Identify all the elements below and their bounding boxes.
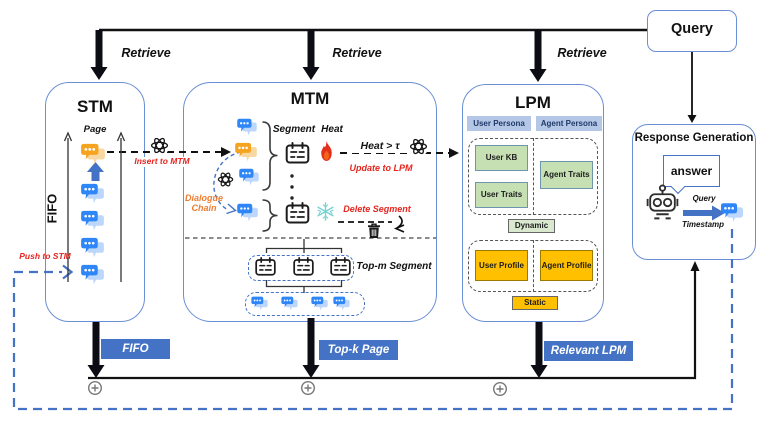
user-kb-box: User KB [475,145,528,171]
top-m-segment-label: Top-m Segment [356,261,432,272]
segment-note-icon [285,202,310,224]
mtm-output-arrow [302,318,320,378]
user-profile-box: User Profile [475,250,528,281]
segment-note-icon [285,142,310,164]
top-k-page-flow-badge: Top-k Page [319,340,398,360]
plus-circle-icon [301,381,316,396]
dynamic-group-divider [533,138,534,215]
insert-to-mtm-label: Insert to MTM [126,156,198,167]
user-traits-box: User Traits [475,182,528,208]
snowflake-icon [316,202,335,221]
static-group-divider [533,240,534,292]
retrieve-label-lpm: Retrieve [557,46,607,60]
update-to-lpm-label: Update to LPM [342,163,420,174]
agent-profile-box: Agent Profile [540,250,593,281]
top-m-segment-group [248,255,354,281]
page-chat-icon [81,183,104,204]
stm-title: STM [77,97,113,116]
stm-page-label: Page [83,124,107,135]
page-chat-icon-orange [235,142,257,162]
segment-note-icon [330,257,351,276]
page-chat-icon [237,203,258,222]
segment-label: Segment [272,124,316,135]
page-chat-icon [251,296,268,311]
gpt-logo-icon [216,170,235,189]
answer-bubble: answer [663,155,720,187]
retrieve-label-mtm: Retrieve [332,46,382,60]
user-persona-header: User Persona [467,116,531,131]
page-chat-icon [81,264,104,285]
mtm-title: MTM [290,89,330,108]
robot-icon [644,184,681,223]
stm-page-up-arrow [87,162,104,181]
top-m-connectors [265,239,343,293]
stm-fifo-arrows [63,131,126,282]
insert-to-mtm-arrow [107,147,231,157]
rg-timestamp-label: Timestamp [681,220,725,229]
heat-label: Heat [321,124,343,135]
stm-output-arrow [87,322,105,378]
rg-query-arrow [683,205,725,221]
rg-query-label: Query [692,194,716,203]
update-to-lpm-arrow [340,148,459,158]
top-k-pages-group [245,292,365,316]
retrieve-label-stm: Retrieve [121,46,171,60]
agent-traits-box: Agent Traits [540,161,593,189]
fifo-flow-badge: FIFO [101,339,170,359]
page-chat-icon [311,296,328,311]
page-chat-icon [721,202,743,223]
page-chat-icon [81,210,104,231]
plus-circle-icon [87,381,102,396]
gpt-logo-icon [408,136,429,157]
retrieve-arrow-stm [90,30,108,80]
static-badge: Static [512,296,558,310]
page-chat-icon [237,118,257,136]
retrieve-arrows [87,30,548,378]
page-chat-icon [239,168,259,186]
plus-circle-icons [87,381,508,397]
heat-condition-label: Heat > τ [350,140,410,153]
segment-note-icon [293,257,314,276]
trash-icon [367,223,381,239]
fire-icon [318,141,335,162]
lpm-output-arrow [530,322,548,378]
delete-segment-label: Delete Segment [336,204,418,215]
query-to-rg-arrow [687,52,697,123]
page-chat-icon [281,296,298,311]
page-chat-icon [81,237,104,258]
merge-line-to-rg [88,261,700,380]
query-box [647,10,737,52]
retrieve-arrow-lpm [529,30,547,82]
dialogue-chain-label: Dialogue Chain [184,193,223,214]
ellipsis-dots [290,174,294,200]
push-to-stm-label: Push to STM [19,251,71,261]
segment-note-icon [255,257,276,276]
plus-circle-icon [493,382,508,397]
delete-segment-arrow [338,215,405,233]
stm-box [45,82,145,322]
agent-persona-header: Agent Persona [536,116,602,131]
stm-fifo-axis-label: FIFO [44,193,60,224]
response-generation-title: Response Generation [634,132,754,144]
page-chat-icon [333,296,350,311]
gpt-logo-icon [149,135,170,156]
dialogue-chain-loop [213,151,242,215]
dynamic-badge: Dynamic [508,219,555,233]
retrieve-arrow-mtm [302,30,320,80]
relevant-lpm-flow-badge: Relevant LPM [544,341,633,361]
lpm-title: LPM [515,93,551,112]
response-generation-box [632,124,756,260]
query-box-label: Query [671,21,713,37]
page-chat-icon-orange [81,143,105,165]
segment-braces [262,121,278,232]
push-to-stm-arrowhead [62,264,74,280]
feedback-loop-dashed [12,229,734,411]
